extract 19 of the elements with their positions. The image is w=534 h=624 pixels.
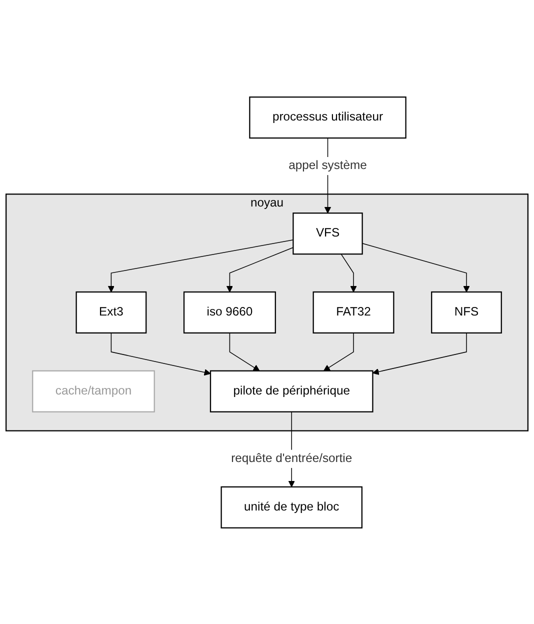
node-box: unité de type bloc	[220, 486, 362, 528]
node-box: pilote de périphérique	[210, 370, 374, 412]
node-box: Ext3	[76, 290, 147, 334]
arrow	[226, 246, 294, 292]
node-box: cache/tampon	[32, 370, 155, 412]
node-box: VFS	[292, 212, 363, 254]
arrow	[108, 239, 294, 292]
node-box: processus utilisateur	[249, 96, 406, 138]
arrow	[323, 332, 354, 371]
edge-label: requête d'entrée/sortie	[231, 452, 352, 464]
edge-label: appel système	[288, 158, 367, 172]
arrow	[340, 253, 357, 292]
node-box: iso 9660	[183, 290, 276, 334]
node-box: FAT32	[312, 290, 394, 334]
arrow	[229, 332, 260, 371]
node-box: NFS	[431, 290, 502, 334]
arrow	[372, 332, 467, 374]
arrow	[362, 242, 470, 292]
arrow	[110, 332, 211, 376]
